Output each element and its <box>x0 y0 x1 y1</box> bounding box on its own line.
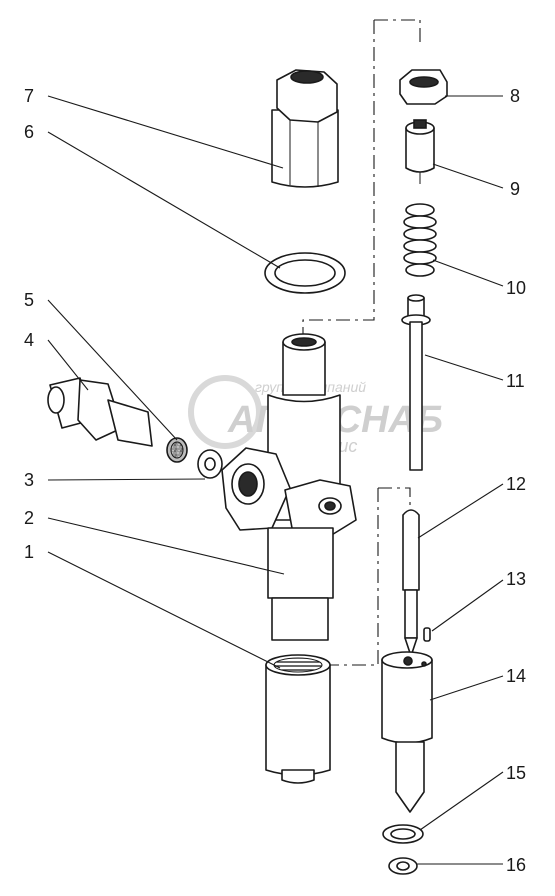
leader-13 <box>431 579 504 632</box>
callout-6: 6 <box>24 122 34 142</box>
callout-14: 14 <box>506 666 526 686</box>
part-7-cap-nut <box>271 69 339 188</box>
leader-6 <box>47 131 281 269</box>
part-5-filter <box>166 437 188 463</box>
part-9-adjusting-screw <box>405 119 435 184</box>
leader-9 <box>432 163 504 189</box>
leader-11 <box>424 354 504 381</box>
callout-4: 4 <box>24 330 34 350</box>
watermark-logo-icon <box>188 375 262 449</box>
leader-5 <box>47 299 178 441</box>
part-3-washer <box>197 449 223 479</box>
part-10-spring <box>403 203 437 277</box>
part-4-fitting <box>47 377 153 447</box>
callout-11: 11 <box>506 371 525 391</box>
part-11-push-rod <box>401 294 431 471</box>
leader-lines <box>47 95 504 865</box>
leader-15 <box>419 771 504 831</box>
part-16-washer <box>388 857 418 875</box>
callout-10: 10 <box>506 278 526 298</box>
callout-8: 8 <box>510 86 520 106</box>
leader-10 <box>432 259 504 287</box>
part-12-needle <box>402 509 420 657</box>
callout-16: 16 <box>506 855 526 875</box>
callout-12: 12 <box>506 474 526 494</box>
part-14-nozzle-body <box>381 651 433 813</box>
leader-4 <box>47 339 89 391</box>
part-13-pin <box>423 627 431 642</box>
leader-7 <box>47 95 284 169</box>
callout-15: 15 <box>506 763 526 783</box>
leader-12 <box>417 483 504 539</box>
callout-9: 9 <box>510 179 520 199</box>
injector-body <box>221 333 357 641</box>
leader-3 <box>47 478 206 481</box>
axis-lines <box>302 19 421 666</box>
part-15-washer <box>382 824 424 844</box>
callout-5: 5 <box>24 290 34 310</box>
callout-2: 2 <box>24 508 34 528</box>
part-8-nut <box>399 69 448 105</box>
leader-2 <box>47 517 285 575</box>
leader-14 <box>429 675 504 701</box>
part-6-washer <box>264 252 346 294</box>
callout-3: 3 <box>24 470 34 490</box>
callout-labels: 1 2 3 4 5 6 7 8 9 10 11 12 13 14 15 16 <box>24 86 526 875</box>
leader-1 <box>47 551 281 669</box>
callout-13: 13 <box>506 569 526 589</box>
part-1-nozzle-nut <box>265 654 331 784</box>
callout-7: 7 <box>24 86 34 106</box>
callout-1: 1 <box>24 542 34 562</box>
